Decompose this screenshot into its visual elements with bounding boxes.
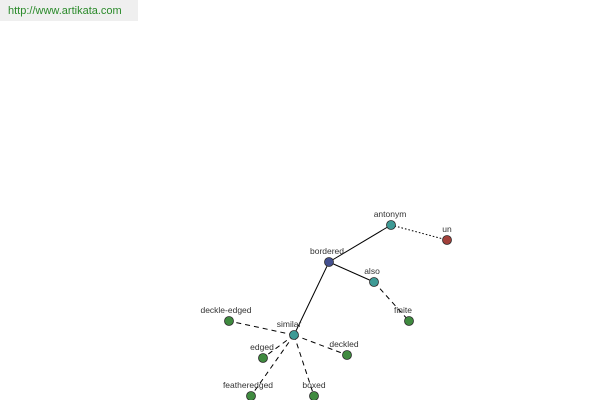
node-label-boxed: boxed xyxy=(302,380,325,390)
node-circle-finite[interactable] xyxy=(404,316,414,326)
edge-bordered-antonym xyxy=(328,224,392,263)
node-circle-boxed[interactable] xyxy=(309,391,319,400)
node-boxed[interactable]: boxed xyxy=(302,380,326,400)
node-label-featheredged: featheredged xyxy=(223,380,273,390)
node-circle-un[interactable] xyxy=(442,235,452,245)
node-finite[interactable]: finite xyxy=(394,305,414,326)
node-featheredged[interactable]: featheredged xyxy=(223,380,273,400)
edge-similar-deckle-edged xyxy=(228,320,295,336)
node-label-deckled: deckled xyxy=(329,339,359,349)
node-label-similar: similar xyxy=(277,319,302,329)
node-edged[interactable]: edged xyxy=(250,342,274,363)
edge-similar-boxed xyxy=(293,334,315,397)
node-circle-edged[interactable] xyxy=(258,353,268,363)
node-also[interactable]: also xyxy=(364,266,380,287)
edge-similar-deckled xyxy=(293,334,348,356)
node-circle-featheredged[interactable] xyxy=(246,391,256,400)
node-circle-bordered[interactable] xyxy=(324,257,334,267)
node-label-un: un xyxy=(442,224,452,234)
node-circle-also[interactable] xyxy=(369,277,379,287)
node-deckle-edged[interactable]: deckle-edged xyxy=(200,305,252,326)
node-label-antonym: antonym xyxy=(374,209,407,219)
node-label-deckle-edged: deckle-edged xyxy=(200,305,251,315)
node-bordered[interactable]: bordered xyxy=(310,246,344,267)
node-similar[interactable]: similar xyxy=(277,319,302,340)
edge-similar-featheredged xyxy=(250,334,295,397)
node-un[interactable]: un xyxy=(442,224,452,245)
node-label-also: also xyxy=(364,266,380,276)
graph-nodes: bordered antonym un also finite similar deckle… xyxy=(200,209,452,400)
edge-similar-edged xyxy=(262,334,295,359)
artikata-url-link[interactable]: http://www.artikata.com xyxy=(0,0,138,21)
node-label-bordered: bordered xyxy=(310,246,344,256)
edge-antonym-un xyxy=(390,224,448,241)
node-circle-similar[interactable] xyxy=(289,330,299,340)
edge-bordered-similar xyxy=(293,261,330,336)
edge-also-finite xyxy=(373,281,410,322)
node-label-edged: edged xyxy=(250,342,274,352)
graph-edges xyxy=(228,224,448,397)
node-deckled[interactable]: deckled xyxy=(329,339,359,360)
node-circle-deckled[interactable] xyxy=(342,350,352,360)
node-circle-deckle-edged[interactable] xyxy=(224,316,234,326)
node-label-finite: finite xyxy=(394,305,412,315)
edge-bordered-also xyxy=(328,261,375,283)
node-antonym[interactable]: antonym xyxy=(374,209,407,230)
node-circle-antonym[interactable] xyxy=(386,220,396,230)
